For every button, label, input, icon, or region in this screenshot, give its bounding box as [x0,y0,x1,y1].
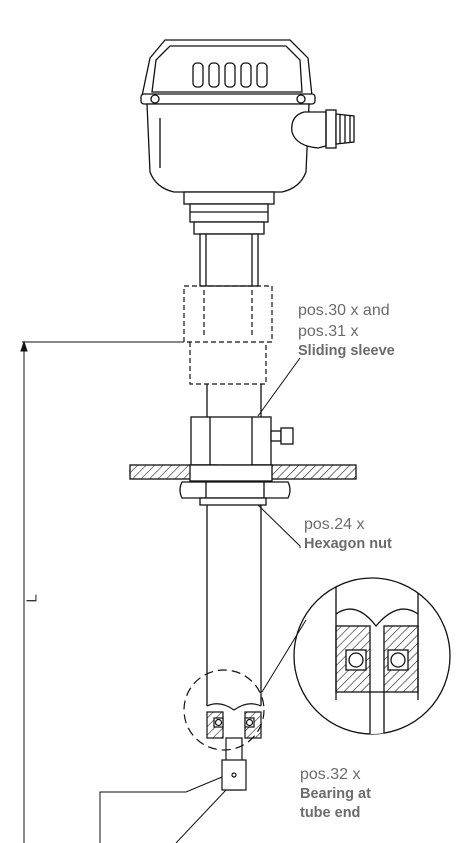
hexagon-nut [179,481,291,506]
bearing-name-line-1: Bearing at [300,786,371,802]
leader-lines [99,357,307,843]
sliding-sleeve-shadow [183,285,273,385]
sliding-sleeve [190,416,294,466]
nut-name: Hexagon nut [304,536,392,552]
bearing-name-line-2: tube end [300,805,361,821]
bearing-callout: pos.32 x Bearing at tube end [300,764,371,823]
dimension-label-L: L [23,594,41,603]
sleeve-pos-line-2: pos.31 x [298,323,359,340]
sleeve-name: Sliding sleeve [298,343,395,359]
bearing-pos: pos.32 x [300,766,361,783]
bearing-detail-view [293,577,451,735]
sliding-sleeve-callout: pos.30 x and pos.31 x Sliding sleeve [298,300,395,361]
hexagon-nut-callout: pos.24 x Hexagon nut [304,514,392,554]
tube-end-bearing [183,669,265,791]
housing-head [140,39,355,287]
mounting-plate [129,464,357,482]
probe-tube [206,384,262,706]
dimension-line-L [20,340,184,843]
sleeve-pos-line-1: pos.30 x and [298,302,390,319]
nut-pos: pos.24 x [304,516,365,533]
